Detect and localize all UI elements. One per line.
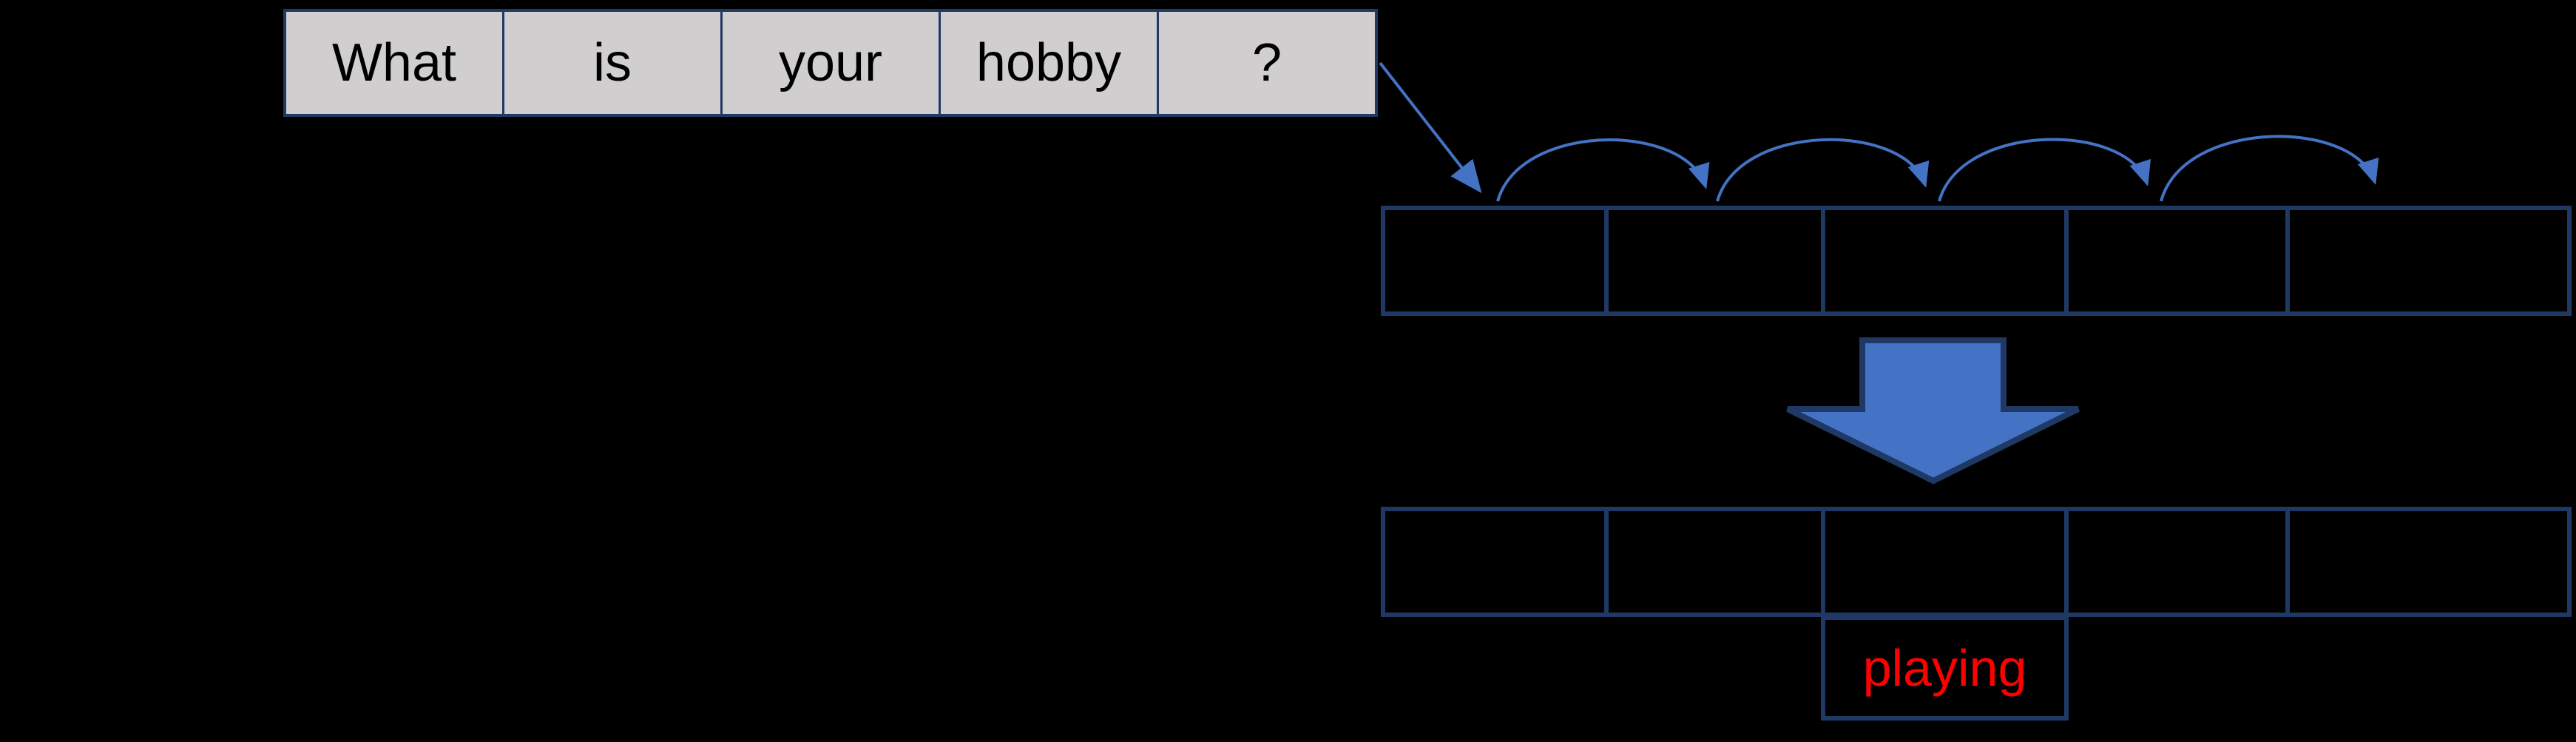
hop-arrow-icon	[2160, 135, 2379, 202]
question-cell-your: your	[720, 12, 939, 114]
slot-cell	[1604, 511, 1821, 613]
question-cell-what: What	[286, 12, 502, 114]
question-word-row: What is your hobby ?	[283, 9, 1378, 117]
slot-cell	[2064, 210, 2285, 311]
output-slot-row	[1381, 507, 2572, 617]
slot-cell	[2064, 511, 2285, 613]
slot-cell	[1385, 511, 1604, 613]
hop-arrow-icon	[1496, 138, 1710, 202]
encoder-slot-row	[1381, 206, 2572, 316]
slot-cell	[1385, 210, 1604, 311]
slot-cell	[1604, 210, 1821, 311]
slot-cell	[2285, 511, 2567, 613]
hop-arrow-icon	[1938, 138, 2151, 202]
mapping-arrow-icon	[1379, 61, 1482, 194]
question-cell-is: is	[502, 12, 720, 114]
slot-cell	[1821, 511, 2064, 613]
answer-box: playing	[1821, 615, 2069, 721]
slot-cell	[1821, 210, 2064, 311]
down-arrow-icon	[1786, 337, 2080, 485]
slot-cell	[2285, 210, 2567, 311]
question-cell-qmark: ?	[1157, 12, 1375, 114]
question-cell-hobby: hobby	[939, 12, 1157, 114]
hop-arrow-icon	[1716, 138, 1930, 202]
answer-label: playing	[1862, 639, 2027, 697]
